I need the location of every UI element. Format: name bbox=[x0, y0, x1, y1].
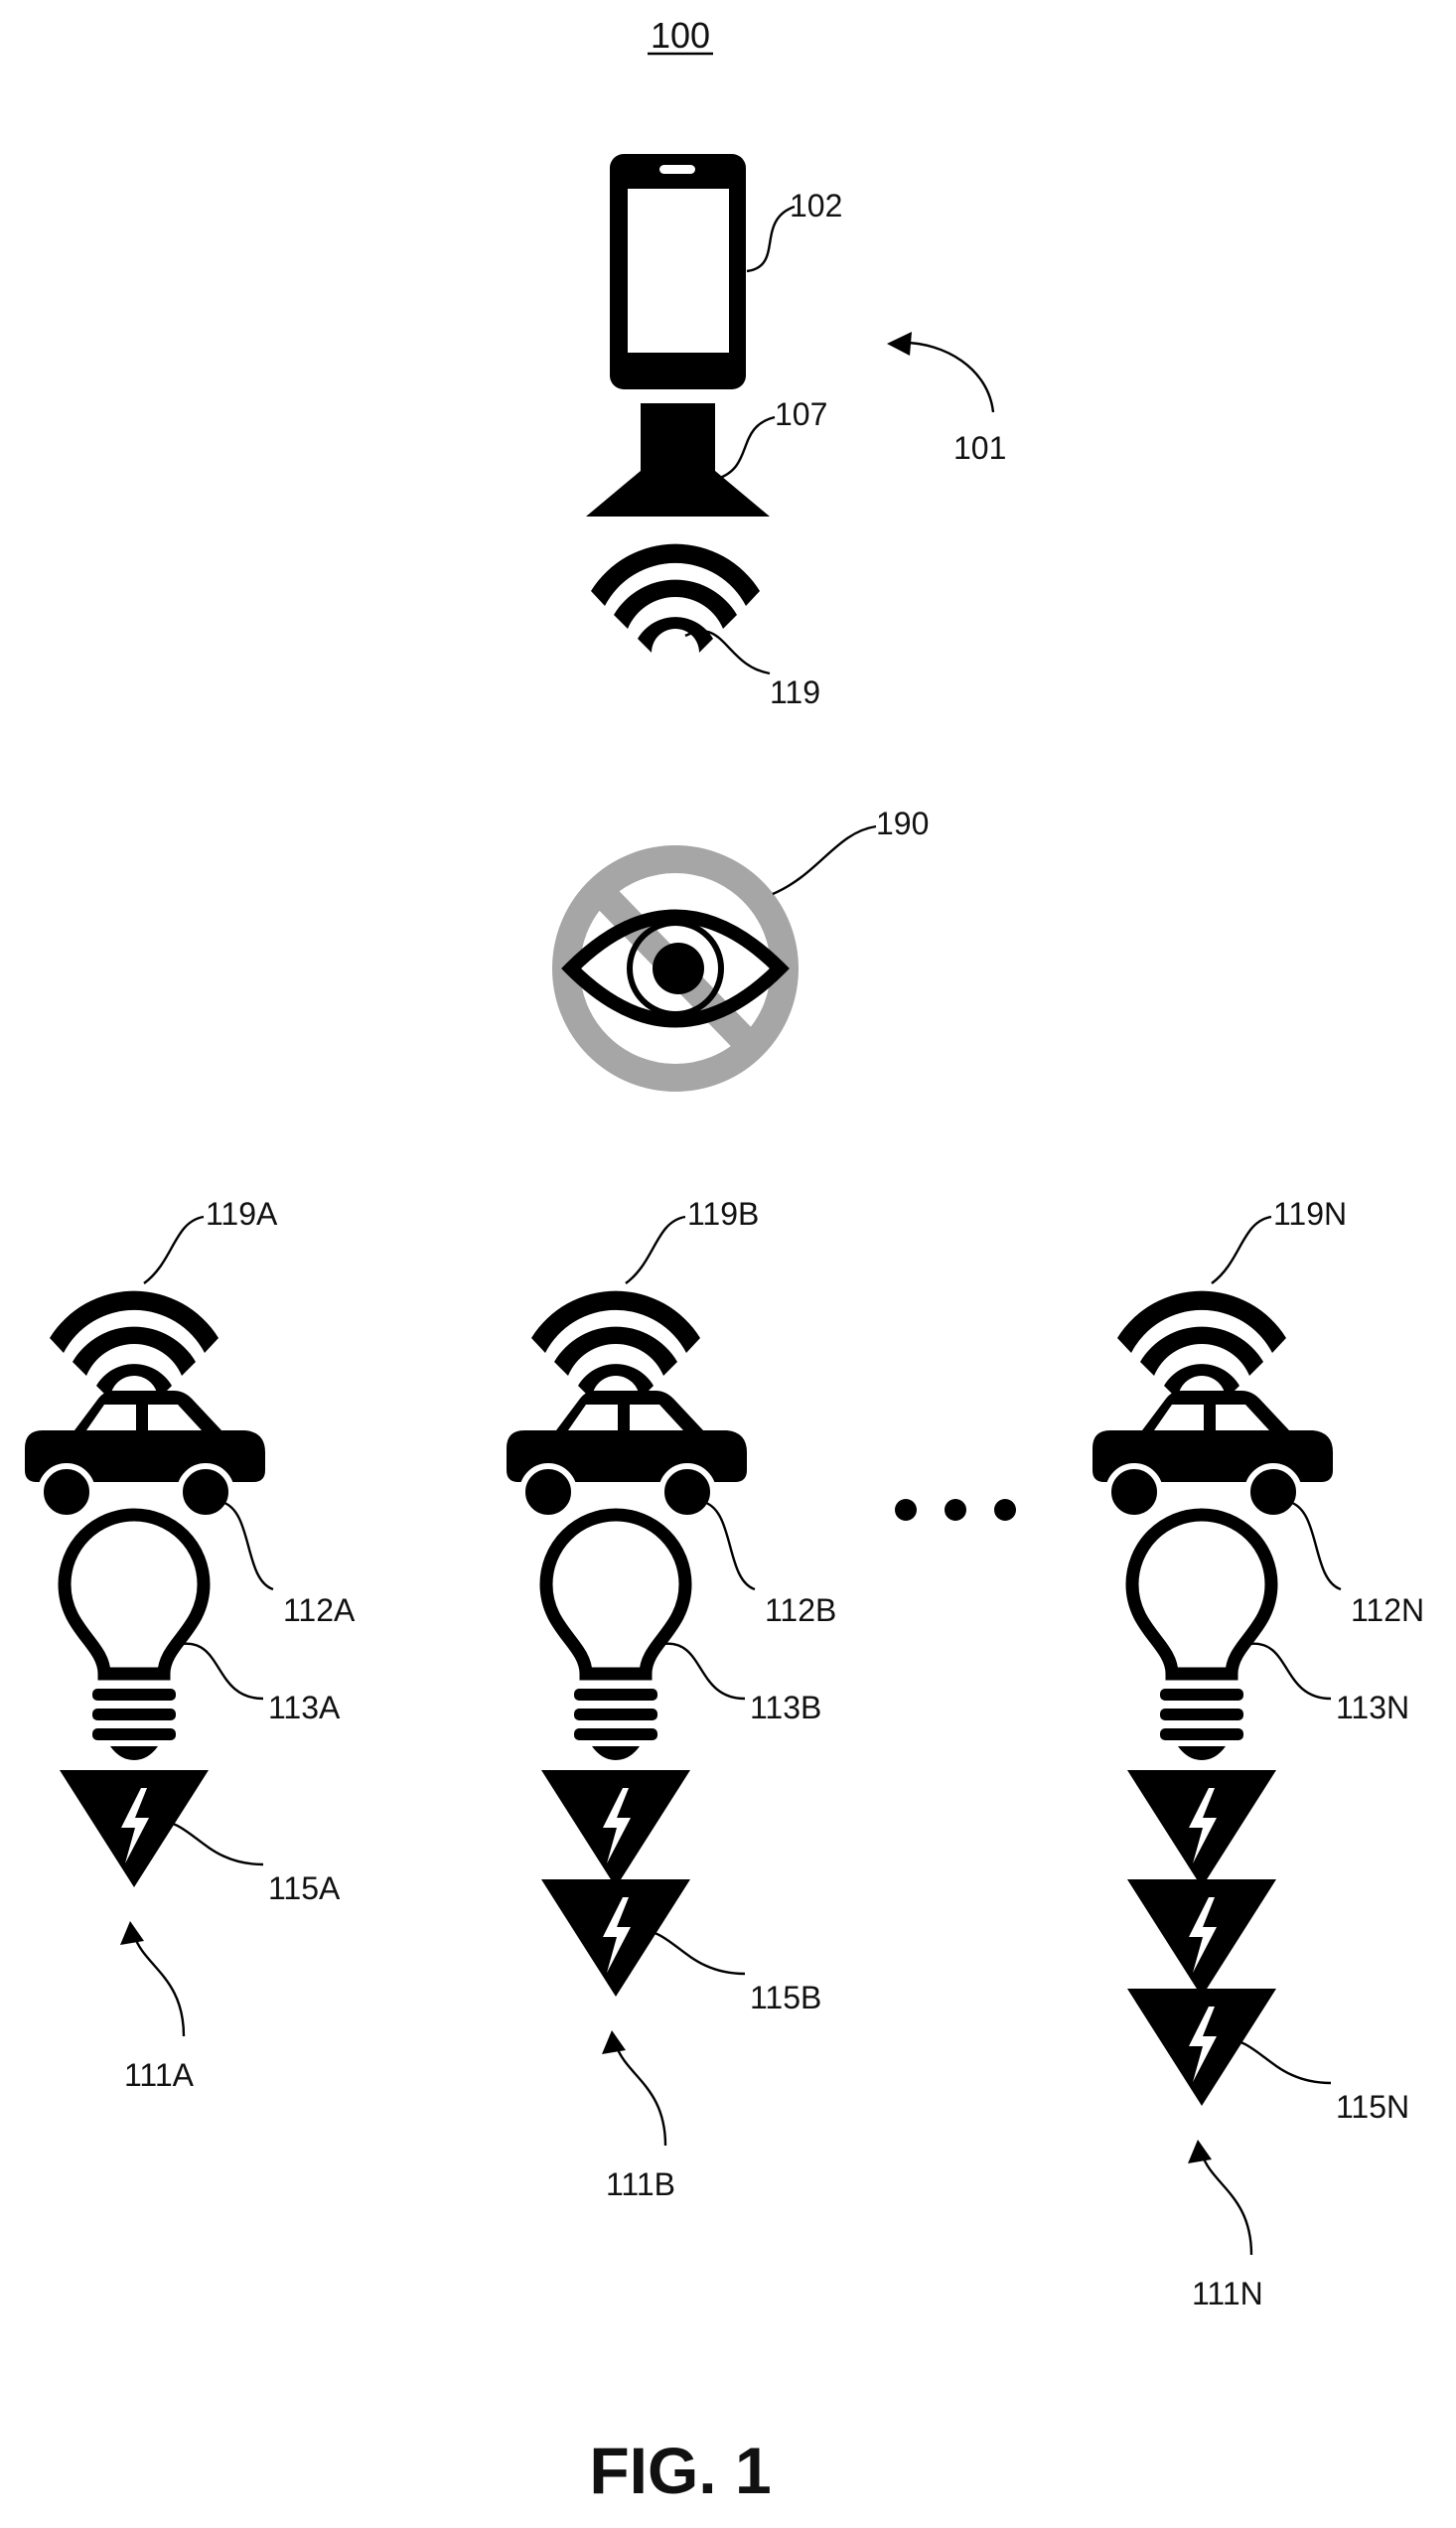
leader-bulb bbox=[182, 1644, 263, 1699]
wifi-icon bbox=[591, 544, 760, 653]
wifi-icon bbox=[50, 1291, 218, 1400]
lightbulb-icon bbox=[1132, 1515, 1271, 1760]
label-190: 190 bbox=[876, 806, 929, 841]
figure-caption: FIG. 1 bbox=[589, 2434, 771, 2507]
device-column-n: 119N 112N 113N 115N 111N bbox=[1092, 1196, 1424, 2311]
label-119: 119 bbox=[770, 674, 820, 710]
label-vehicle: 112A bbox=[283, 1592, 356, 1628]
leader-bulb bbox=[663, 1644, 745, 1699]
leader-102 bbox=[747, 207, 795, 271]
arrow-node bbox=[1202, 2154, 1251, 2255]
label-102: 102 bbox=[790, 188, 842, 223]
adapter-icon bbox=[586, 403, 770, 517]
device-columns: 119A 112A 113A 115A 111A 119B 112B 113B 115B 111B… bbox=[25, 1196, 1424, 2311]
leader-signal bbox=[144, 1217, 204, 1283]
lightning-triangle-icon bbox=[1127, 1989, 1276, 2106]
label-bulb: 113B bbox=[750, 1690, 821, 1725]
label-101: 101 bbox=[953, 430, 1006, 466]
arrow-node bbox=[134, 1935, 184, 2036]
label-node: 111N bbox=[1192, 2276, 1263, 2311]
no-eye-icon bbox=[566, 859, 785, 1078]
figure-number: 100 bbox=[651, 15, 710, 56]
lightbulb-icon bbox=[65, 1515, 204, 1760]
arrowhead-node bbox=[1188, 2140, 1212, 2163]
label-vehicle: 112B bbox=[765, 1592, 836, 1628]
arrow-node bbox=[616, 2044, 665, 2146]
leader-vehicle bbox=[703, 1502, 755, 1589]
label-energy: 115B bbox=[750, 1980, 821, 2015]
label-energy: 115A bbox=[268, 1870, 341, 1906]
leader-bulb bbox=[1249, 1644, 1331, 1699]
leader-signal bbox=[1212, 1217, 1271, 1283]
label-node: 111B bbox=[606, 2166, 675, 2202]
label-vehicle: 112N bbox=[1351, 1592, 1424, 1628]
label-107: 107 bbox=[775, 396, 827, 432]
label-node: 111A bbox=[124, 2057, 195, 2093]
arrowhead-node bbox=[120, 1921, 144, 1945]
ellipsis-icon bbox=[895, 1499, 1016, 1521]
leader-vehicle bbox=[1289, 1502, 1341, 1589]
lightning-triangle-icon bbox=[541, 1879, 690, 1997]
car-icon bbox=[25, 1391, 265, 1518]
arrowhead-node bbox=[602, 2030, 626, 2054]
leader-190 bbox=[773, 826, 876, 894]
label-signal: 119B bbox=[687, 1196, 759, 1232]
leader-vehicle bbox=[221, 1502, 273, 1589]
leader-107 bbox=[717, 417, 775, 479]
phone-icon bbox=[610, 154, 746, 389]
lightning-triangle-icon bbox=[60, 1770, 209, 1887]
label-signal: 119A bbox=[206, 1196, 278, 1232]
lightning-triangle-icon bbox=[1127, 1770, 1276, 1887]
lightbulb-icon bbox=[546, 1515, 685, 1760]
label-bulb: 113N bbox=[1336, 1690, 1409, 1725]
lightning-triangle-icon bbox=[541, 1770, 690, 1887]
car-icon bbox=[507, 1391, 747, 1518]
car-icon bbox=[1092, 1391, 1333, 1518]
label-bulb: 113A bbox=[268, 1690, 341, 1725]
label-signal: 119N bbox=[1273, 1196, 1347, 1232]
device-column-a: 119A 112A 113A 115A 111A bbox=[25, 1196, 356, 2093]
leader-signal bbox=[626, 1217, 685, 1283]
arrow-101 bbox=[904, 343, 993, 412]
wifi-icon bbox=[1117, 1291, 1286, 1400]
wifi-icon bbox=[531, 1291, 700, 1400]
device-column-b: 119B 112B 113B 115B 111B bbox=[507, 1196, 836, 2202]
label-energy: 115N bbox=[1336, 2089, 1409, 2125]
arrowhead-101 bbox=[887, 332, 912, 356]
lightning-triangle-icon bbox=[1127, 1879, 1276, 1997]
